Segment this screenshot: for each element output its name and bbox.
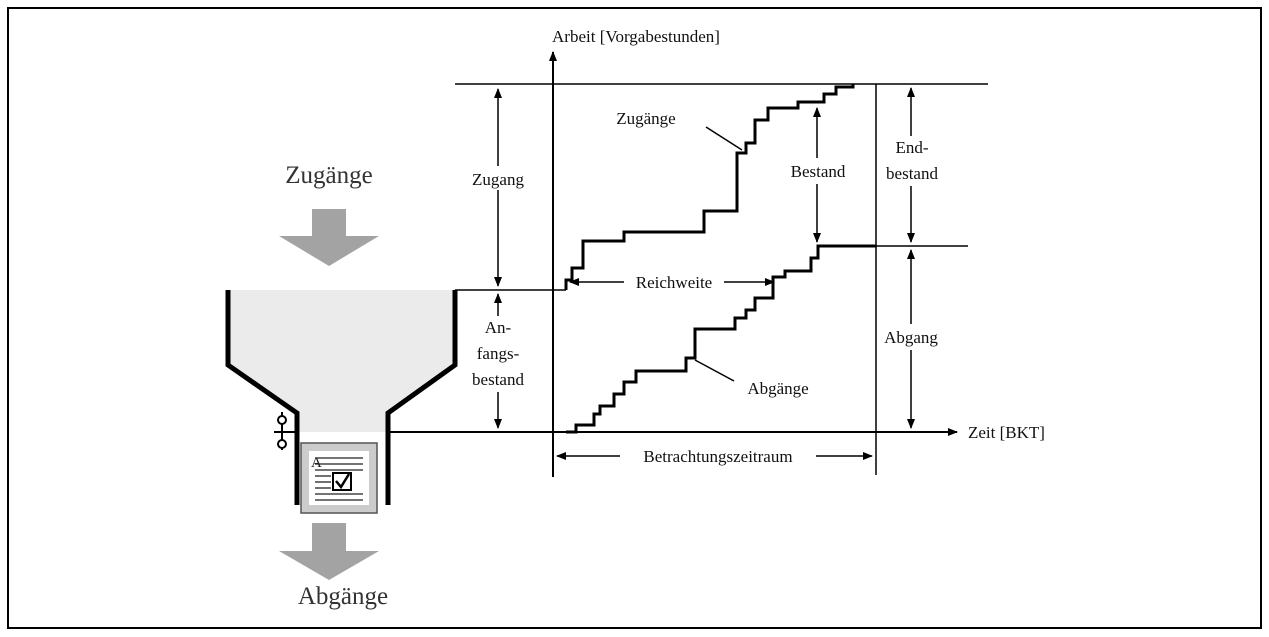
inflow-arrow-icon: [279, 209, 379, 266]
betrachtungszeitraum-label: Betrachtungszeitraum: [643, 447, 792, 466]
outflow-leader-line: [695, 360, 734, 381]
anfangsbestand-label-line3: bestand: [472, 370, 524, 389]
bestand-label: Bestand: [791, 162, 846, 181]
dimension-labels: Zugang An- fangs- bestand Bestand End- b…: [460, 109, 944, 467]
x-axis-label: Zeit [BKT]: [968, 423, 1045, 442]
chart-axes: Arbeit [Vorgabestunden] Zeit [BKT]: [390, 27, 1045, 477]
valve-icon: [274, 412, 297, 450]
y-axis-label: Arbeit [Vorgabestunden]: [552, 27, 720, 46]
zugang-label: Zugang: [472, 170, 524, 189]
funnel-outflow-title: Abgänge: [298, 583, 388, 610]
outflow-curve-label: Abgänge: [747, 379, 808, 398]
inflow-leader-line: [706, 127, 742, 150]
reichweite-label: Reichweite: [636, 273, 712, 292]
abgang-label: Abgang: [884, 328, 938, 347]
order-document-icon: A: [301, 443, 377, 513]
funnel-inflow-title: Zugänge: [285, 162, 372, 189]
anfangsbestand-label-line2: fangs-: [477, 344, 520, 363]
endbestand-label-line1: End-: [895, 138, 928, 157]
endbestand-label-line2: bestand: [886, 164, 938, 183]
order-letter: A: [311, 455, 322, 471]
funnel-body: [228, 290, 455, 432]
funnel-illustration: A Zugänge Abgänge: [228, 162, 455, 610]
inflow-curve-label: Zugänge: [616, 109, 675, 128]
outflow-arrow-icon: [279, 523, 379, 580]
anfangsbestand-label-line1: An-: [485, 318, 512, 337]
